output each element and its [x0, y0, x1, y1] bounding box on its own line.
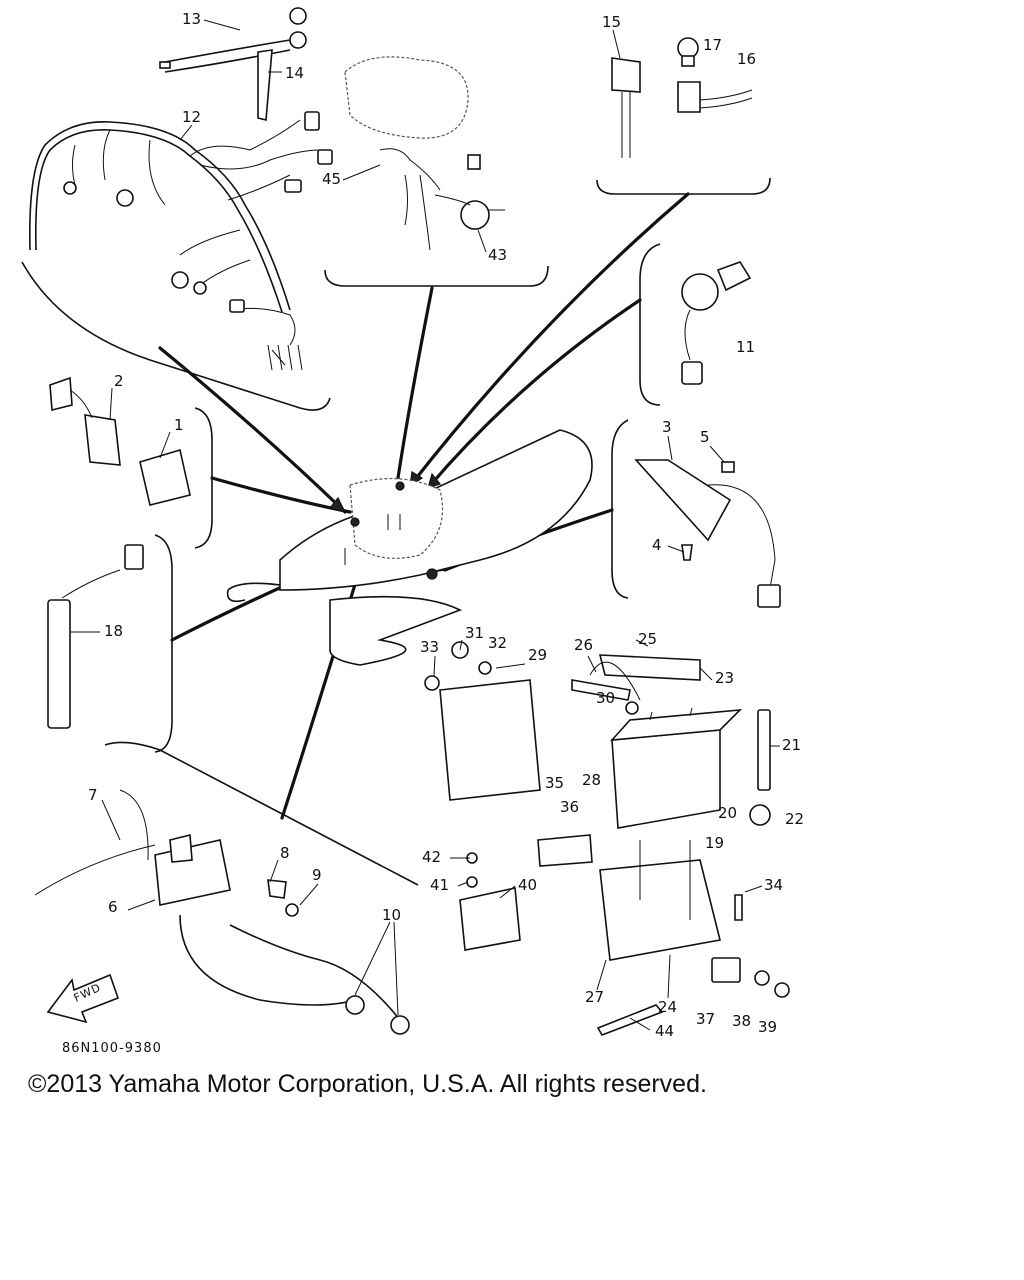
main-switch: [681, 261, 752, 385]
callout-30: 30: [596, 689, 615, 707]
callout-6: 6: [108, 898, 118, 916]
callout-34: 34: [764, 876, 783, 894]
lead-wire-and-band: [159, 7, 307, 122]
callout-5: 5: [700, 428, 710, 446]
callout-41: 41: [430, 876, 449, 894]
callout-20: 20: [718, 804, 737, 822]
callout-40: 40: [518, 876, 537, 894]
wire-harness: [28, 111, 333, 371]
callout-labels: 13 14 12 15 17 16 45 43 11 2 1 3 5 4 18 …: [88, 10, 804, 1040]
callout-33: 33: [420, 638, 439, 656]
callout-32: 32: [488, 634, 507, 652]
exploded-parts-diagram: 13 14 12 15 17 16 45 43 11 2 1 3 5 4 18 …: [21, 7, 804, 1056]
callout-3: 3: [662, 418, 672, 436]
callout-12: 12: [182, 108, 201, 126]
copyright-notice: ©2013 Yamaha Motor Corporation, U.S.A. A…: [28, 1070, 707, 1098]
callout-9: 9: [312, 866, 322, 884]
rectifier-regulator: [634, 459, 781, 608]
callout-23: 23: [715, 669, 734, 687]
callout-13: 13: [182, 10, 201, 28]
callout-31: 31: [465, 624, 484, 642]
callout-39: 39: [758, 1018, 777, 1036]
callout-29: 29: [528, 646, 547, 664]
callout-15: 15: [602, 13, 621, 31]
battery-assembly: [424, 641, 790, 1036]
callout-22: 22: [785, 810, 804, 828]
callout-18: 18: [104, 622, 123, 640]
callout-37: 37: [696, 1010, 715, 1028]
callout-21: 21: [782, 736, 801, 754]
callout-8: 8: [280, 844, 290, 862]
flasher-and-socket: [611, 37, 753, 158]
callout-27: 27: [585, 988, 604, 1006]
callout-7: 7: [88, 786, 98, 804]
callout-17: 17: [703, 36, 722, 54]
callout-4: 4: [652, 536, 662, 554]
callout-43: 43: [488, 246, 507, 264]
callout-28: 28: [582, 771, 601, 789]
callout-44: 44: [655, 1022, 674, 1040]
callout-24: 24: [658, 998, 677, 1016]
ignition-coil: [34, 789, 410, 1035]
callout-45: 45: [322, 170, 341, 188]
callout-19: 19: [705, 834, 724, 852]
callout-11: 11: [736, 338, 755, 356]
switch-assembly: [344, 56, 505, 251]
sensor: [47, 544, 144, 729]
frame-body: [226, 429, 593, 666]
callout-16: 16: [737, 50, 756, 68]
callout-14: 14: [285, 64, 304, 82]
callout-35: 35: [545, 774, 564, 792]
callout-10: 10: [382, 906, 401, 924]
callout-38: 38: [732, 1012, 751, 1030]
group-brackets: [21, 177, 771, 886]
callout-26: 26: [574, 636, 593, 654]
fwd-arrow: FWD: [46, 973, 120, 1024]
callout-leaders: [70, 19, 780, 1031]
callout-1: 1: [174, 416, 184, 434]
diagram-code: 86N100-9380: [62, 1041, 162, 1056]
callout-36: 36: [560, 798, 579, 816]
cdi-unit: [49, 376, 191, 506]
callout-2: 2: [114, 372, 124, 390]
callout-42: 42: [422, 848, 441, 866]
